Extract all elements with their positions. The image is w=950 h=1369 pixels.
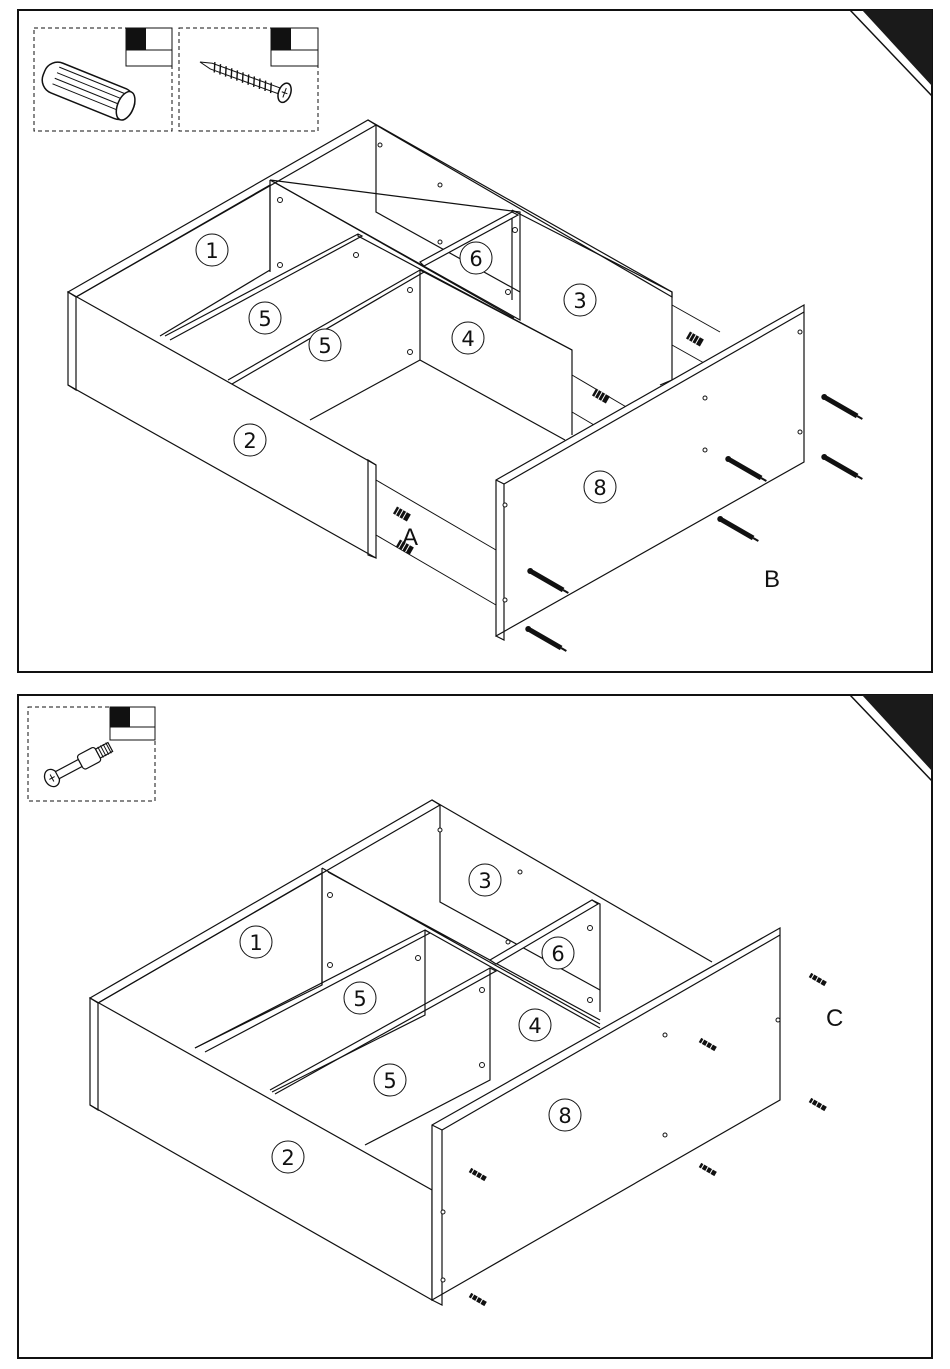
cabinet-carcass-step-1	[68, 120, 804, 640]
callout-c: C	[826, 1005, 843, 1032]
svg-text:3: 3	[573, 289, 586, 313]
part-label-4: 4	[452, 322, 484, 354]
part-label-5a: 5	[249, 302, 281, 334]
part-label-3: 3	[469, 864, 501, 896]
part-label-5b: 5	[374, 1064, 406, 1096]
part-label-6: 6	[460, 242, 492, 274]
part-label-4: 4	[519, 1009, 551, 1041]
part-label-1: 1	[196, 234, 228, 266]
callout-a: A	[402, 524, 418, 551]
svg-text:4: 4	[528, 1014, 541, 1038]
part-label-2: 2	[272, 1141, 304, 1173]
svg-text:4: 4	[461, 327, 474, 351]
svg-text:5: 5	[383, 1069, 396, 1093]
svg-text:5: 5	[353, 987, 366, 1011]
svg-text:1: 1	[249, 931, 262, 955]
step-2-corner-tab	[862, 695, 932, 771]
part-label-3: 3	[564, 284, 596, 316]
part-label-5b: 5	[309, 329, 341, 361]
svg-text:8: 8	[558, 1104, 571, 1128]
svg-text:2: 2	[243, 429, 256, 453]
wooden-dowel-icon	[38, 58, 139, 124]
svg-text:2: 2	[281, 1146, 294, 1170]
part-label-1: 1	[240, 926, 272, 958]
cabinet-carcass-step-2	[90, 800, 780, 1305]
cam-bolt-icon	[42, 739, 115, 789]
svg-text:5: 5	[318, 334, 331, 358]
part-label-8: 8	[584, 471, 616, 503]
part-label-6: 6	[542, 937, 574, 969]
callout-b: B	[764, 566, 780, 593]
part-label-2: 2	[234, 424, 266, 456]
svg-text:8: 8	[593, 476, 606, 500]
hardware-box-dowel	[34, 28, 172, 131]
svg-text:3: 3	[478, 869, 491, 893]
step-1-panel: 1 2 3 4 5 5 6 8 A B	[18, 10, 932, 672]
svg-text:6: 6	[551, 942, 564, 966]
svg-text:1: 1	[205, 239, 218, 263]
part-label-8: 8	[549, 1099, 581, 1131]
step-2-panel: 1 2 3 4 5 5 6 8 C	[18, 695, 932, 1358]
svg-text:5: 5	[258, 307, 271, 331]
hardware-box-screw	[179, 28, 318, 131]
svg-text:6: 6	[469, 247, 482, 271]
step-1-corner-tab	[862, 10, 932, 86]
hardware-box-cam-bolt	[28, 707, 155, 801]
part-label-5a: 5	[344, 982, 376, 1014]
